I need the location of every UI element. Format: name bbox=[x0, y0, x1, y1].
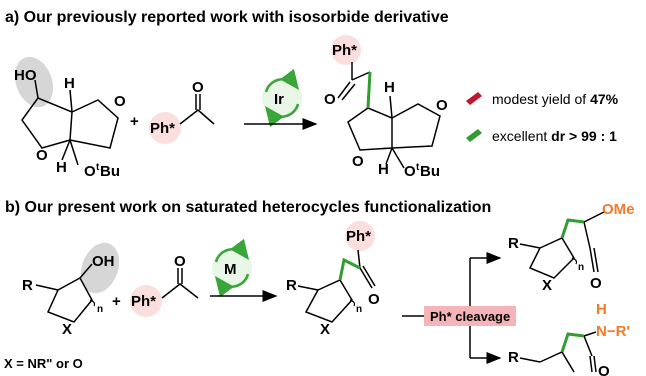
r-label: R bbox=[22, 277, 33, 294]
n-subscript: n bbox=[578, 262, 584, 273]
x-label: X bbox=[320, 321, 330, 338]
substituent-note: X = NR" or O bbox=[4, 356, 83, 371]
legend-yield: modest yield of 47% bbox=[492, 91, 619, 107]
new-cc-bond bbox=[366, 71, 372, 109]
isosorbide-product: Ph* O H H O O O t Bu bbox=[324, 35, 448, 180]
ome-label: OMe bbox=[602, 201, 635, 218]
ring-o-left: O bbox=[36, 147, 48, 164]
product-ph-label: Ph* bbox=[346, 228, 371, 245]
product-carbonyl-o: O bbox=[368, 291, 380, 308]
x-label: X bbox=[542, 277, 552, 294]
hydroxyl-highlight bbox=[80, 242, 120, 294]
m-label: M bbox=[224, 261, 237, 278]
ph-ketone-reagent-b: Ph* O bbox=[130, 253, 199, 317]
ketone-product: R Ph* O X n bbox=[286, 221, 380, 338]
ph-star-circle bbox=[149, 112, 181, 144]
amide-carbonyl-o: O bbox=[598, 363, 610, 376]
cleavage-label: Ph* cleavage bbox=[430, 309, 510, 324]
section-a-title: a) Our previously reported work with iso… bbox=[5, 9, 449, 26]
ester-product: R OMe O X n bbox=[508, 201, 635, 294]
r-label: R bbox=[508, 235, 519, 252]
product-carbonyl-o: O bbox=[324, 91, 336, 108]
plus-sign-b: + bbox=[112, 293, 121, 310]
h-top-label: H bbox=[64, 75, 75, 92]
outcome-legend: modest yield of 47% excellent dr > 99 : … bbox=[466, 91, 619, 144]
oh-label: OH bbox=[92, 253, 115, 270]
ph-star-circle bbox=[345, 221, 375, 251]
catalyst-arrow-a: Ir bbox=[244, 68, 318, 130]
otbu-t: t bbox=[96, 162, 100, 173]
x-label: X bbox=[62, 321, 72, 338]
ring-o-right: O bbox=[114, 93, 126, 110]
n-subscript: n bbox=[356, 304, 362, 315]
legend-dr: excellent dr > 99 : 1 bbox=[492, 128, 617, 144]
otbu-bu: Bu bbox=[100, 163, 120, 180]
heterocycle-starting-material: R OH X n bbox=[22, 242, 120, 338]
otbu-o: O bbox=[84, 163, 96, 180]
plus-sign-a: + bbox=[130, 113, 139, 130]
amide-nr-label: N−R' bbox=[596, 323, 630, 340]
isosorbide-starting-material: HO H H O O O t Bu bbox=[14, 56, 126, 180]
ph-star-label: Ph* bbox=[131, 293, 156, 310]
product-h-top: H bbox=[384, 79, 395, 96]
r-label: R bbox=[508, 349, 519, 366]
product-ph-label: Ph* bbox=[332, 42, 357, 59]
product-ring-o-left: O bbox=[352, 153, 364, 170]
amide-h-label: H bbox=[596, 301, 607, 318]
r-label: R bbox=[286, 277, 297, 294]
hydroxyl-highlight bbox=[14, 56, 54, 108]
section-b-title: b) Our present work on saturated heteroc… bbox=[5, 199, 491, 216]
carbonyl-o-label: O bbox=[174, 253, 186, 270]
product-otbu-o: O bbox=[404, 163, 416, 180]
cleavage-branch: Ph* cleavage bbox=[402, 252, 516, 364]
ph-star-circle bbox=[331, 35, 361, 65]
ester-carbonyl-o: O bbox=[590, 275, 602, 292]
cleavage-box bbox=[424, 306, 516, 326]
product-h-bottom: H bbox=[378, 161, 389, 178]
product-otbu-t: t bbox=[416, 162, 420, 173]
ph-star-circle bbox=[130, 285, 162, 317]
new-cc-bond bbox=[560, 332, 585, 353]
amide-product: R H N−R' O bbox=[508, 301, 630, 376]
product-ring-o-right: O bbox=[436, 97, 448, 114]
catalyst-arrow-b: M bbox=[210, 238, 278, 302]
ph-ketone-reagent-a: Ph* O bbox=[149, 79, 215, 144]
new-cc-bond bbox=[560, 218, 585, 239]
h-bottom-label: H bbox=[56, 159, 67, 176]
carbonyl-o-label: O bbox=[192, 79, 204, 96]
n-subscript: n bbox=[97, 304, 103, 315]
ph-star-label: Ph* bbox=[150, 120, 175, 137]
ho-label: HO bbox=[14, 67, 37, 84]
red-marker-icon bbox=[466, 92, 482, 105]
new-cc-bond bbox=[338, 257, 361, 281]
product-otbu-bu: Bu bbox=[420, 163, 440, 180]
green-marker-icon bbox=[466, 129, 482, 142]
ir-label: Ir bbox=[274, 91, 284, 108]
